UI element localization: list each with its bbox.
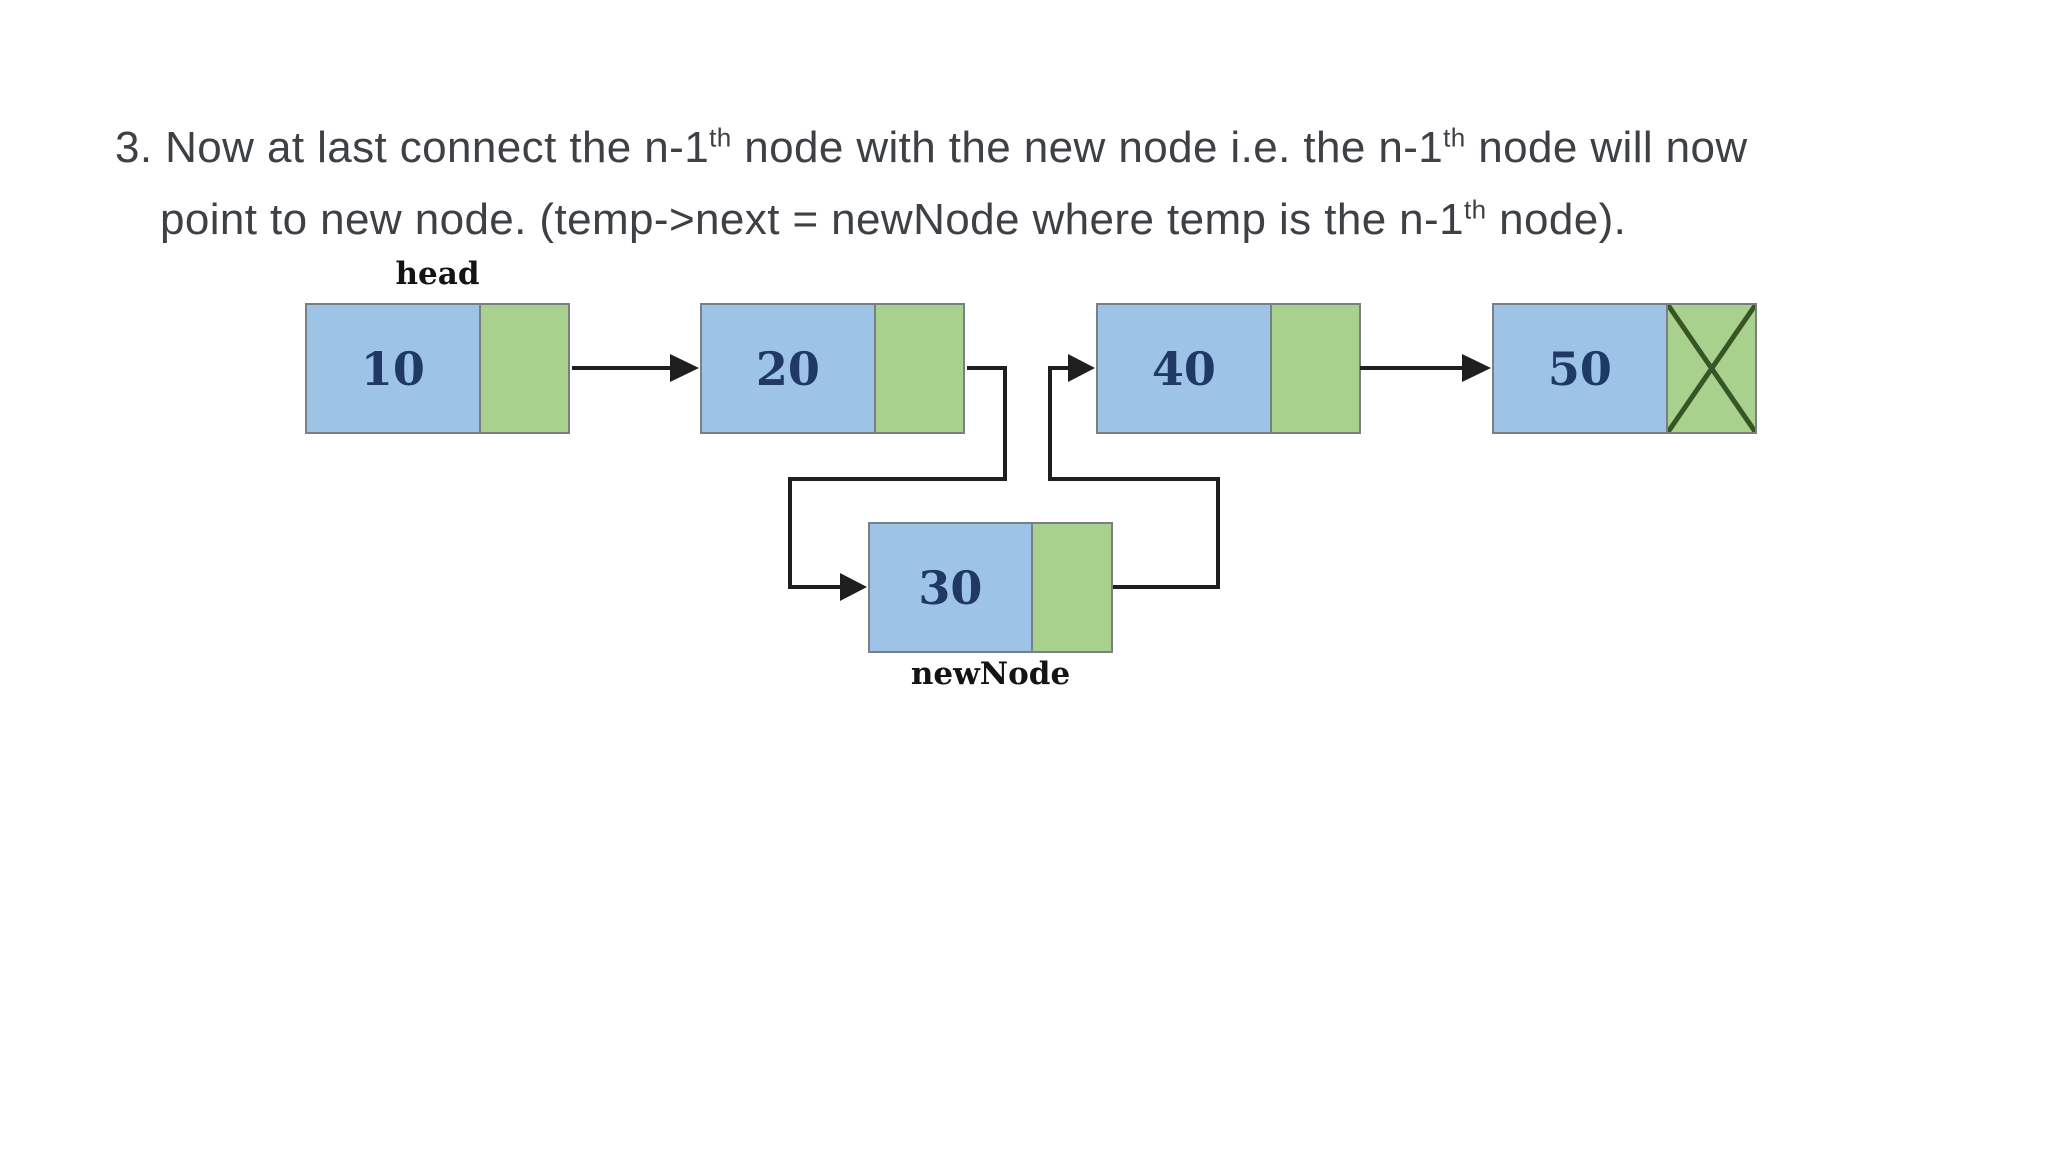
node-40-value: 40: [1151, 341, 1216, 396]
instruction-line-2: point to new node. (temp->next = newNode…: [115, 184, 1748, 256]
instruction-line-1: 3. Now at last connect the n-1th node wi…: [115, 112, 1748, 184]
newnode-label: newNode: [910, 656, 1071, 692]
node-20: 20: [700, 303, 965, 434]
node-10-value: 10: [360, 341, 425, 396]
instruction-text: node).: [1486, 195, 1627, 244]
node-30-pointer-cell: [1030, 524, 1111, 651]
arrow-40-to-50: [1360, 354, 1491, 382]
arrow-10-to-20: [572, 354, 699, 382]
superscript-th: th: [709, 122, 732, 153]
node-30-data-cell: 30: [870, 524, 1031, 651]
node-50-data-cell: 50: [1494, 305, 1666, 432]
node-50-pointer-cell: [1665, 305, 1755, 432]
node-20-data-cell: 20: [702, 305, 874, 432]
null-cross-icon: [1667, 305, 1755, 432]
instruction-text: node with the new node i.e. the n-1: [731, 123, 1444, 172]
instruction-text: 3. Now at last connect the n-1: [115, 123, 710, 172]
node-40: 40: [1096, 303, 1361, 434]
node-40-data-cell: 40: [1098, 305, 1270, 432]
instruction-text: point to new node. (temp->next = newNode…: [160, 195, 1464, 244]
node-10-data-cell: 10: [307, 305, 479, 432]
node-40-pointer-cell: [1269, 305, 1359, 432]
instruction-paragraph: 3. Now at last connect the n-1th node wi…: [115, 112, 1748, 256]
superscript-th: th: [1443, 122, 1466, 153]
node-50-value: 50: [1547, 341, 1612, 396]
node-50: 50: [1492, 303, 1757, 434]
node-10-pointer-cell: [478, 305, 568, 432]
head-label: head: [395, 256, 480, 292]
node-20-value: 20: [755, 341, 820, 396]
node-10: 10: [305, 303, 570, 434]
superscript-th: th: [1463, 194, 1487, 225]
node-30-newnode: 30: [868, 522, 1113, 653]
node-20-pointer-cell: [873, 305, 963, 432]
node-30-value: 30: [918, 560, 983, 615]
instruction-text: node will now: [1465, 123, 1748, 172]
